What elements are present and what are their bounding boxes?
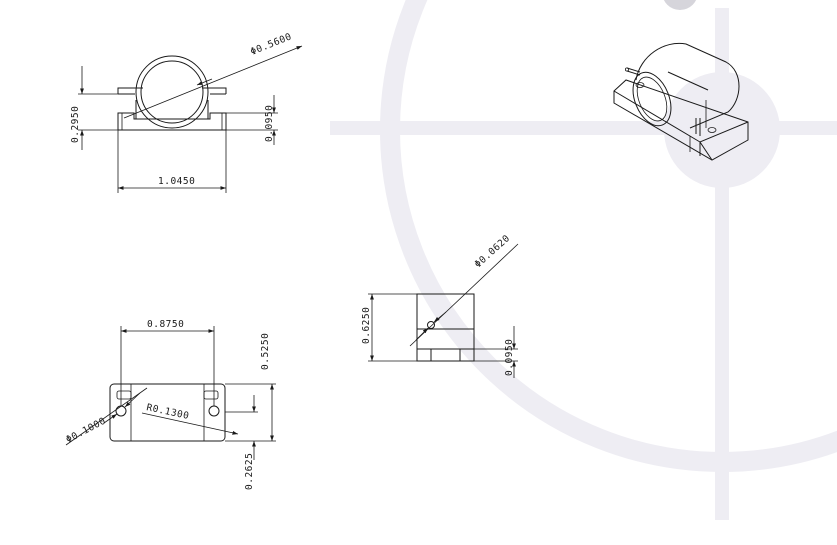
front-width-label: 1.0450 — [158, 176, 195, 187]
side-height-label: 0.6250 — [361, 307, 372, 344]
top-depth-label: 0.5250 — [260, 333, 271, 370]
front-height-label: 0.2950 — [70, 106, 81, 143]
side-base-thickness-label: 0.0950 — [504, 339, 515, 376]
top-half-depth-label: 0.2625 — [244, 453, 255, 490]
front-base-thickness-label: 0.0950 — [264, 105, 275, 142]
front-diameter-label: Φ0.5600 — [249, 31, 293, 58]
top-hole-spacing-label: 0.8750 — [147, 319, 184, 330]
top-hole-diameter-label: Φ0.1000 — [64, 415, 108, 445]
isometric-view — [613, 42, 749, 161]
top-view: 0.8750 0.5250 0.2625 Φ0.1000 R0.1300 — [64, 319, 276, 490]
side-diameter-label: Φ0.0620 — [473, 233, 513, 270]
front-view: Φ0.5600 0.2950 0.0950 1.0450 — [70, 31, 303, 193]
crosshair-watermark — [330, 0, 837, 520]
